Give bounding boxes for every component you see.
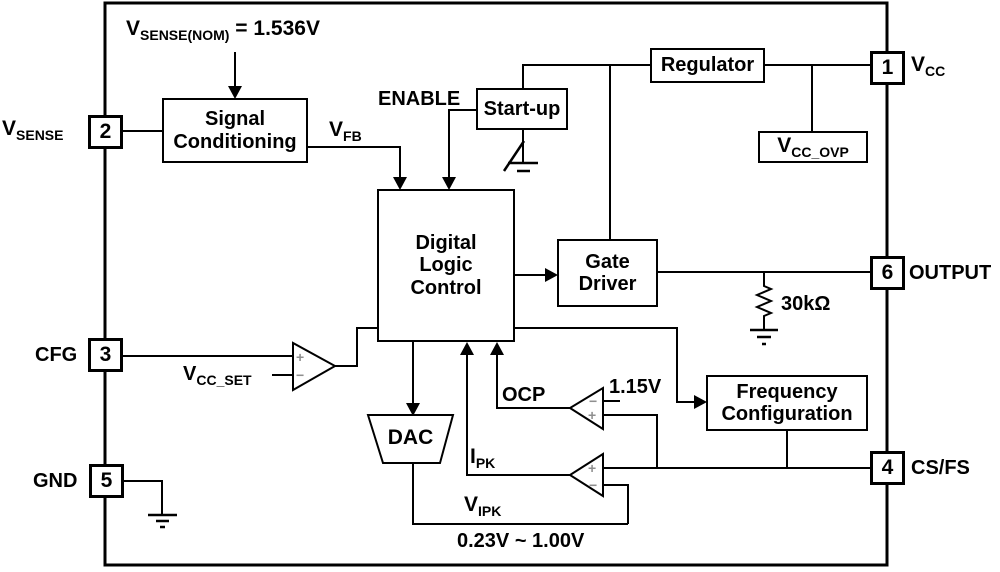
comparator-ipk-triangle xyxy=(568,452,604,498)
wire-ipk-to-dlc xyxy=(466,354,570,476)
comparator-vcc-set-plus: + xyxy=(296,349,305,365)
block-label: Digital Logic Control xyxy=(410,231,482,299)
comparator-ocp-minus: − xyxy=(589,393,598,409)
ground-icon-gnd-pin xyxy=(148,513,177,529)
pin-label-output: OUTPUT xyxy=(909,262,992,284)
block-label: Regulator xyxy=(660,54,755,77)
wire-ipk-minus-input xyxy=(603,484,629,524)
comparator-ipk-plus: + xyxy=(588,460,597,476)
resistor-icon xyxy=(754,272,774,329)
shapes xyxy=(292,341,604,498)
dac-shape xyxy=(366,414,455,464)
block-signal-conditioning: Signal Conditioning xyxy=(162,98,308,163)
label-enable: ENABLE xyxy=(378,88,461,110)
block-label: Signal Conditioning xyxy=(173,108,297,153)
block-gate-driver: Gate Driver xyxy=(557,239,658,307)
arrowhead-ocp xyxy=(490,342,504,355)
label-vsense-nom: VSENSE(NOM) = 1.536V xyxy=(126,17,320,43)
block-label: VCC_OVP xyxy=(777,133,849,160)
wires xyxy=(123,52,870,525)
label-vcc-set: VCC_SET xyxy=(183,363,252,388)
block-startup: Start-up xyxy=(476,88,568,130)
arrowheads xyxy=(228,86,707,416)
pin-label-vsense: VSENSE xyxy=(2,117,64,143)
arrowhead-dac xyxy=(406,403,420,416)
block-dac-label: DAC xyxy=(387,426,434,449)
label-vipk: VIPK xyxy=(464,493,502,519)
comparator-ipk-minus: − xyxy=(589,477,598,493)
block-frequency-configuration: Frequency Configuration xyxy=(706,375,868,431)
label-vfb: VFB xyxy=(329,118,362,144)
comparator-vcc-set-triangle xyxy=(292,341,338,392)
arrowhead-enable xyxy=(442,177,456,190)
pin-box-6: 6 xyxy=(870,256,905,290)
pin-box-1: 1 xyxy=(870,51,905,85)
wire-gnd-pin xyxy=(124,480,163,514)
block-label: Start-up xyxy=(483,97,561,120)
arrowhead-vsense-nom xyxy=(228,86,242,99)
label-vipk-range: 0.23V ~ 1.00V xyxy=(457,530,585,552)
switch-blade-icon xyxy=(502,140,526,172)
arrowhead-ipk xyxy=(460,342,474,355)
ground-icons xyxy=(148,140,778,529)
label-ipk: IPK xyxy=(470,445,496,471)
ground-icon-resistor xyxy=(750,328,778,346)
label-ocp: OCP xyxy=(502,384,546,406)
comparator-ocp-triangle xyxy=(568,386,604,431)
switch-ground-icon xyxy=(502,140,538,173)
pin-label-cfg: CFG xyxy=(35,344,78,366)
pin-box-5: 5 xyxy=(89,464,124,498)
wire-comparator-to-dlc xyxy=(335,327,377,367)
wire-enable xyxy=(448,109,476,179)
pin-label-vcc: VCC xyxy=(911,53,946,79)
arrowhead-gate-driver xyxy=(545,268,558,282)
wire-ocp-plus-input xyxy=(603,414,658,468)
block-vcc-ovp: VCC_OVP xyxy=(758,131,868,163)
wire-startup-to-regulator xyxy=(522,64,650,88)
block-label: Gate Driver xyxy=(578,250,637,295)
label-1-15v: 1.15V xyxy=(609,376,662,398)
arrowhead-freq-config xyxy=(694,395,707,409)
pin-label-csfs: CS/FS xyxy=(911,457,970,479)
block-digital-logic-control: Digital Logic Control xyxy=(377,189,515,342)
pin-label-gnd: GND xyxy=(33,470,78,492)
block-label: Frequency Configuration xyxy=(721,380,853,425)
pin-box-2: 2 xyxy=(88,115,123,149)
wire-vipk xyxy=(412,463,628,525)
wire-ocp-to-dlc xyxy=(496,354,570,409)
pin-box-4: 4 xyxy=(870,451,905,485)
wire-vfb xyxy=(308,146,401,179)
comparator-vcc-set-minus: − xyxy=(296,367,305,383)
arrowhead-vfb xyxy=(393,177,407,190)
block-regulator: Regulator xyxy=(650,48,765,83)
pin-box-3: 3 xyxy=(88,338,123,372)
label-30k-resistor: 30kΩ xyxy=(781,293,831,315)
wire-dlc-to-freq-config xyxy=(515,327,695,403)
comparator-ocp-plus: + xyxy=(588,407,597,423)
